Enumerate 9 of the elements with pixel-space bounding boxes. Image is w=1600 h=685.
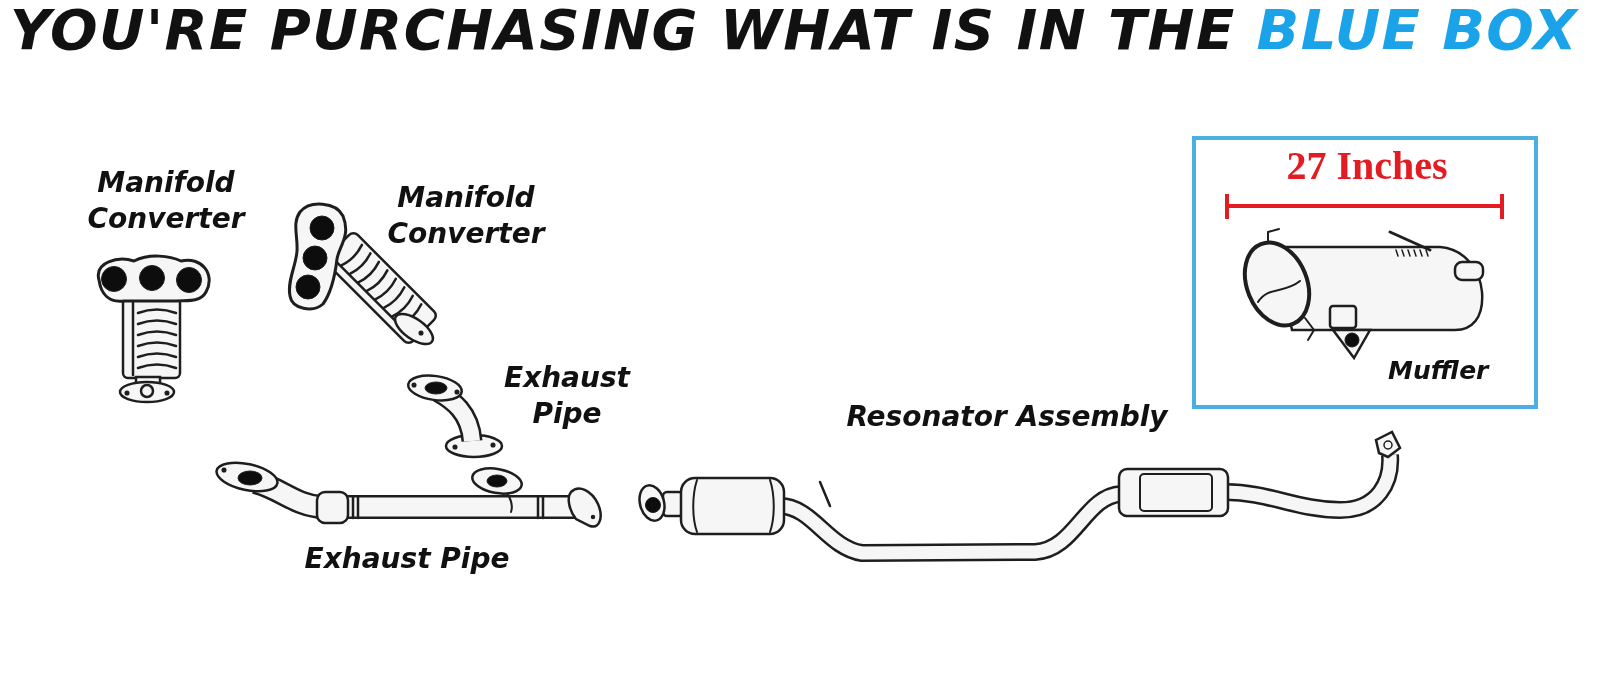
part-label: Resonator Assembly	[845, 399, 1170, 435]
dimension-label: 27 Inches	[1285, 144, 1449, 188]
part-label: Exhaust Pipe	[503, 360, 632, 432]
part-label: Manifold Converter	[86, 165, 247, 237]
part-label: Manifold Converter	[386, 180, 547, 252]
part-label: Exhaust Pipe	[303, 541, 511, 577]
part-label: Muffler	[1388, 356, 1489, 386]
title: YOU'RE PURCHASING WHAT IS IN THE BLUE BOX	[10, 0, 1578, 63]
highlight-box	[1192, 136, 1538, 409]
